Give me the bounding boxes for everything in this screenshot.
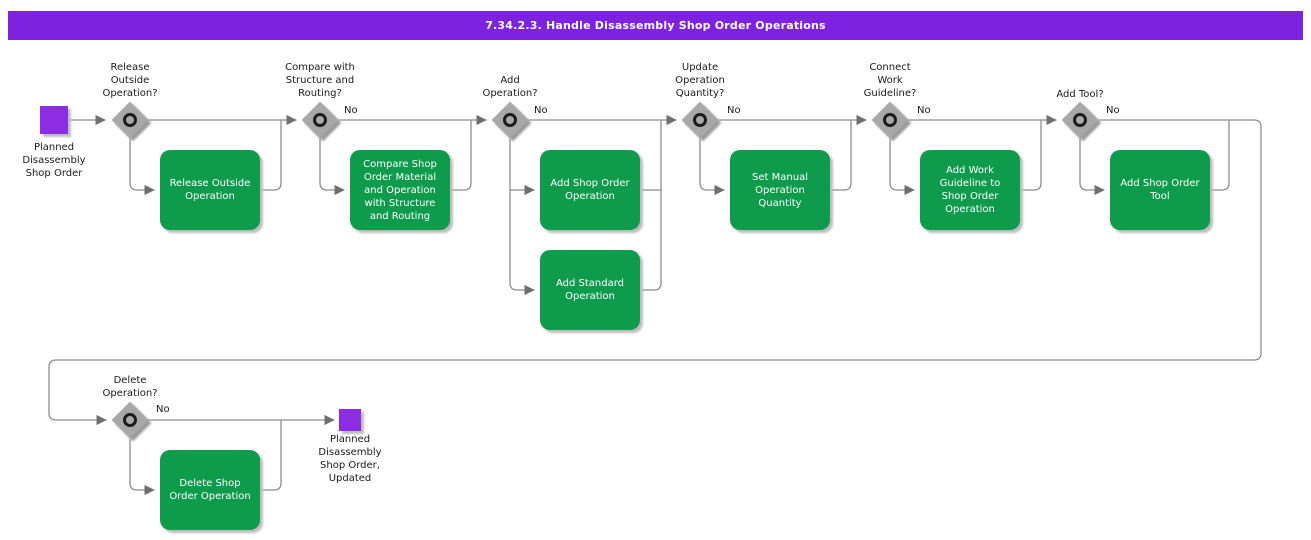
no-branch-label: No: [727, 105, 741, 116]
task-add-standard-operation[interactable]: Add Standard Operation: [540, 250, 640, 330]
decision-add-operation: [491, 101, 529, 139]
no-branch-label: No: [1106, 105, 1120, 116]
title-bar: 7.34.2.3. Handle Disassembly Shop Order …: [8, 11, 1303, 40]
end-node-label: Planned Disassembly Shop Order, Updated: [318, 434, 382, 484]
task-compare-shop-order-material[interactable]: Compare Shop Order Material and Operatio…: [350, 150, 450, 230]
decision-label: Delete Operation?: [102, 375, 158, 399]
decision-circle-icon: [313, 113, 327, 127]
decision-update-operation-quantity: [681, 101, 719, 139]
decision-compare-structure-routing: [301, 101, 339, 139]
task-delete-shop-order-operation[interactable]: Delete Shop Order Operation: [160, 450, 260, 530]
decision-label: Connect Work Guideline?: [863, 62, 917, 99]
task-add-shop-order-tool[interactable]: Add Shop Order Tool: [1110, 150, 1210, 230]
decision-delete-operation: [111, 401, 149, 439]
decision-label: Compare with Structure and Routing?: [285, 62, 355, 99]
no-branch-label: No: [156, 404, 170, 415]
no-branch-label: No: [344, 105, 358, 116]
decision-label: Add Operation?: [482, 75, 538, 99]
decision-label: Update Operation Quantity?: [675, 62, 725, 99]
page-title: 7.34.2.3. Handle Disassembly Shop Order …: [485, 19, 826, 32]
task-add-shop-order-operation[interactable]: Add Shop Order Operation: [540, 150, 640, 230]
decision-circle-icon: [123, 113, 137, 127]
decision-circle-icon: [1073, 113, 1087, 127]
decision-label: Release Outside Operation?: [102, 62, 158, 99]
decision-label: Add Tool?: [1056, 89, 1104, 100]
decision-circle-icon: [503, 113, 517, 127]
no-branch-label: No: [534, 105, 548, 116]
task-release-outside-operation[interactable]: Release Outside Operation: [160, 150, 260, 230]
decision-add-tool: [1061, 101, 1099, 139]
no-branch-label: No: [917, 105, 931, 116]
decision-circle-icon: [883, 113, 897, 127]
start-node-label: Planned Disassembly Shop Order: [22, 142, 86, 179]
start-node: [40, 106, 68, 134]
decision-connect-work-guideline: [871, 101, 909, 139]
task-set-manual-operation-quantity[interactable]: Set Manual Operation Quantity: [730, 150, 830, 230]
end-node: [339, 409, 361, 431]
decision-circle-icon: [693, 113, 707, 127]
decision-release-outside-operation: [111, 101, 149, 139]
decision-circle-icon: [123, 413, 137, 427]
task-add-work-guideline[interactable]: Add Work Guideline to Shop Order Operati…: [920, 150, 1020, 230]
